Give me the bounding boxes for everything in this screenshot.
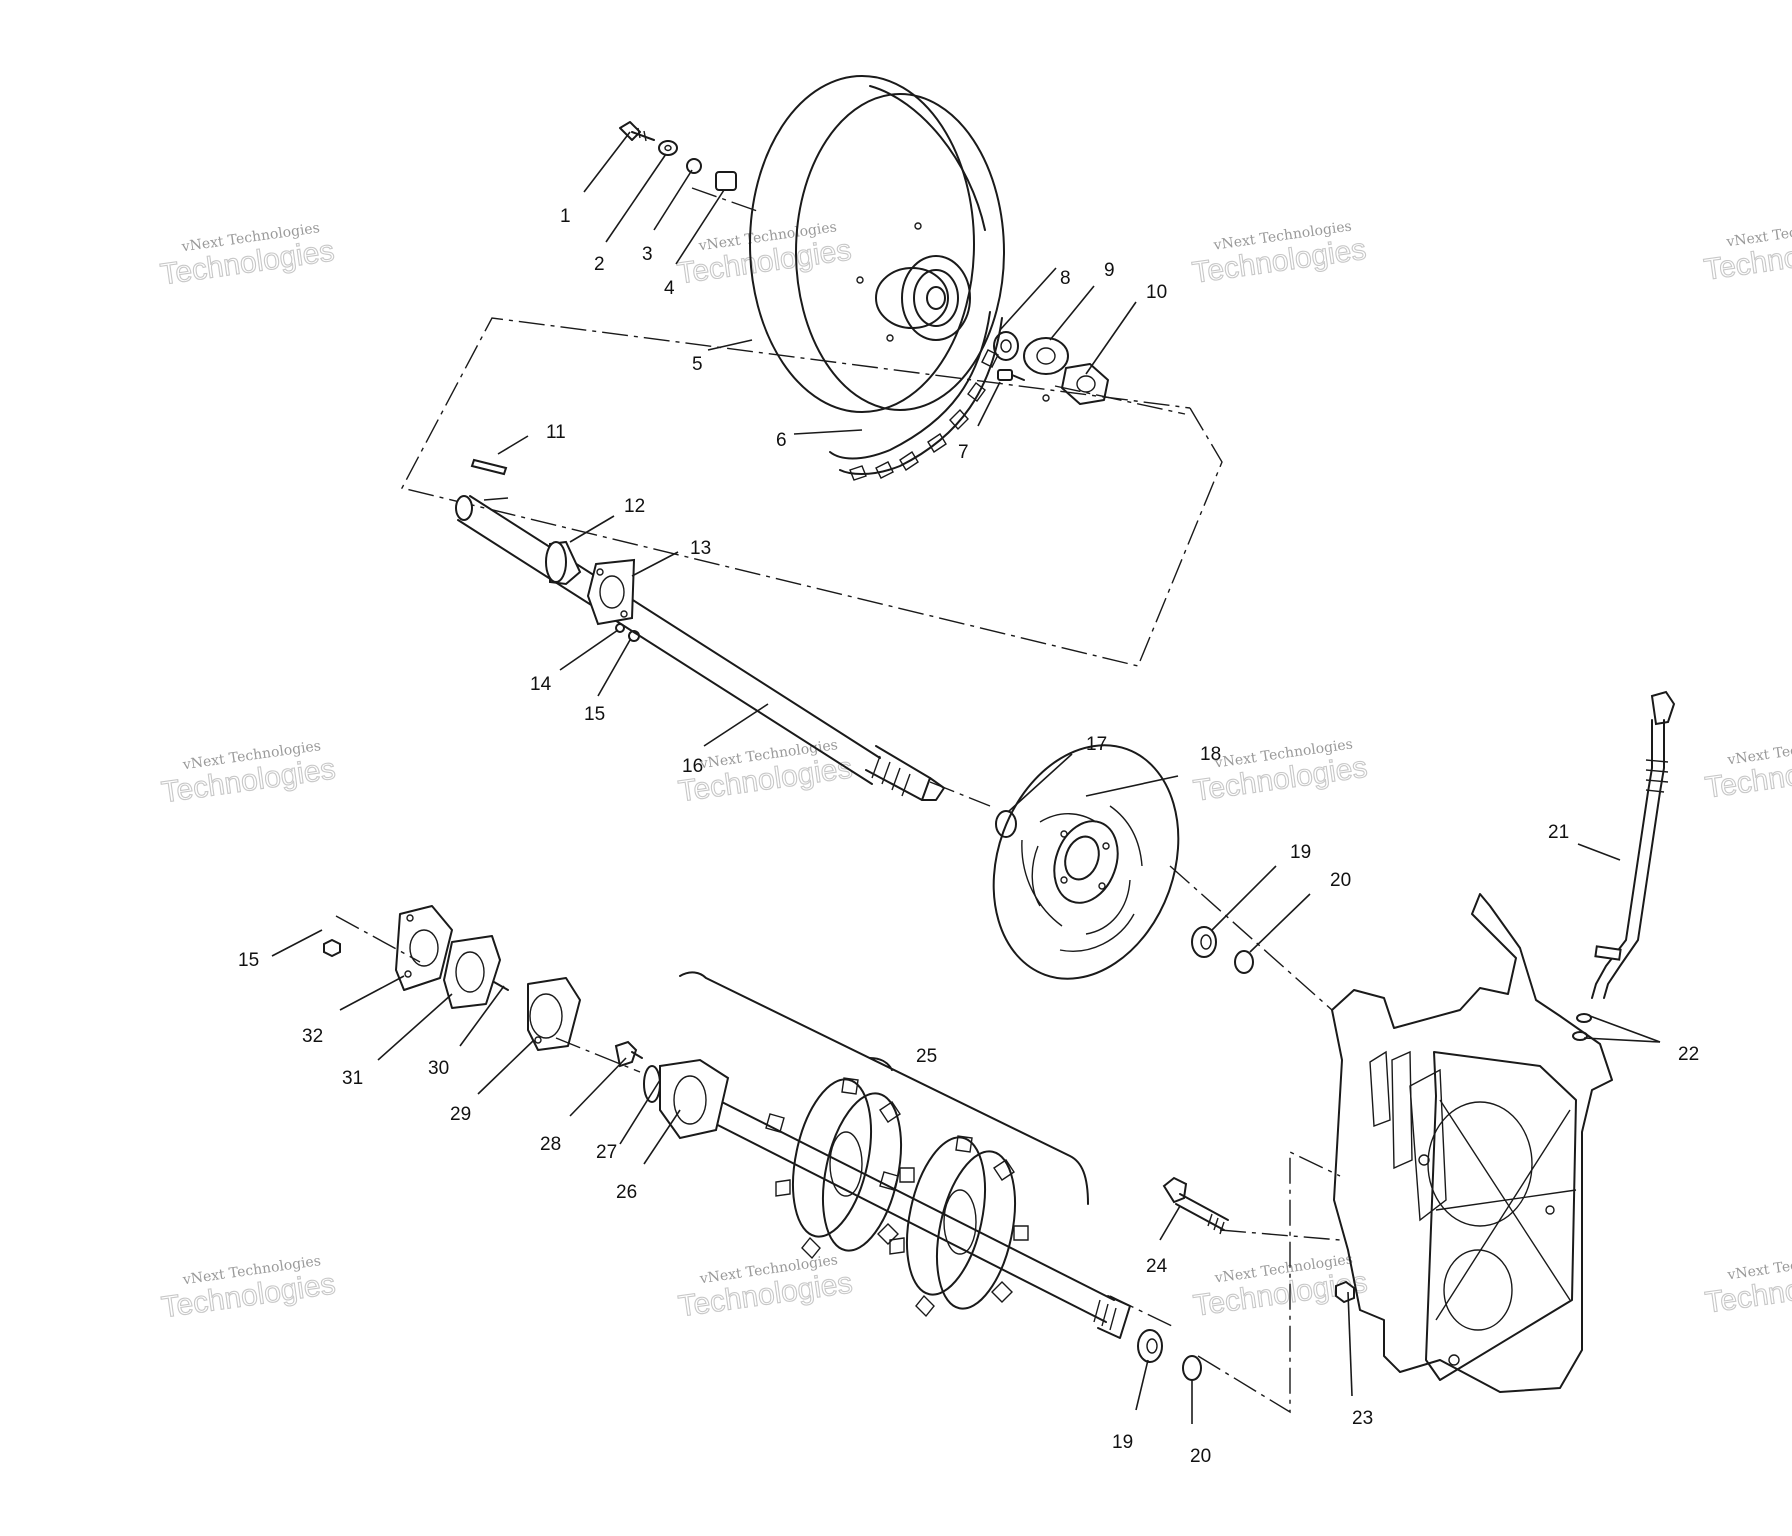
thrust-washer bbox=[993, 331, 1019, 361]
callout-20: 20 bbox=[1330, 870, 1351, 891]
assembly-bracket bbox=[679, 971, 1089, 1205]
callout-30: 30 bbox=[428, 1058, 449, 1079]
callout-19b: 19 bbox=[1112, 1432, 1133, 1453]
thrust-washer-hole bbox=[1000, 339, 1012, 353]
callout-13: 13 bbox=[690, 538, 711, 559]
bearing-flange bbox=[586, 558, 636, 626]
shaft-bearing bbox=[545, 540, 582, 586]
retaining-ball bbox=[1042, 394, 1050, 402]
set-screw bbox=[997, 369, 1025, 381]
callout-3: 3 bbox=[642, 244, 653, 265]
callout-16: 16 bbox=[682, 756, 703, 777]
housing-bolt bbox=[1162, 1176, 1229, 1235]
bearing-retainer-inner bbox=[527, 977, 581, 1051]
callout-21: 21 bbox=[1548, 822, 1569, 843]
bearing-upper bbox=[1191, 926, 1217, 958]
callout-27: 27 bbox=[596, 1142, 617, 1163]
callout-28: 28 bbox=[540, 1134, 561, 1155]
housing-nut bbox=[1335, 1280, 1355, 1304]
callout-15: 15 bbox=[584, 704, 605, 725]
callout-26: 26 bbox=[616, 1182, 637, 1203]
leader-lines bbox=[271, 131, 1661, 1424]
callout-17: 17 bbox=[1086, 734, 1107, 755]
bearing-lower bbox=[1137, 1329, 1163, 1363]
drive-sprocket bbox=[765, 1077, 915, 1260]
callout-29: 29 bbox=[450, 1104, 471, 1125]
bearing-retainer-outer bbox=[395, 905, 453, 991]
chaincase-housing bbox=[1331, 893, 1613, 1393]
callout-7: 7 bbox=[958, 442, 969, 463]
callout-19: 19 bbox=[1290, 842, 1311, 863]
callout-11: 11 bbox=[546, 422, 566, 443]
assembly-outline bbox=[335, 187, 1341, 1414]
brake-disc bbox=[992, 744, 1180, 980]
dipstick bbox=[1591, 690, 1676, 999]
callout-14: 14 bbox=[530, 674, 552, 695]
drive-bolt bbox=[619, 121, 655, 142]
jam-nut bbox=[1061, 363, 1109, 405]
callout-numbers: 1 2 3 4 5 6 7 8 9 10 11 12 13 14 15 16 1… bbox=[238, 206, 1699, 1467]
flange-nut bbox=[628, 630, 640, 642]
callout-4: 4 bbox=[664, 278, 675, 299]
callout-20b: 20 bbox=[1190, 1446, 1211, 1467]
dipstick-o-ring bbox=[1576, 1013, 1592, 1023]
spacer-bushing bbox=[715, 171, 737, 191]
washer-large-hole bbox=[664, 144, 672, 152]
callout-1: 1 bbox=[560, 206, 571, 227]
callout-18: 18 bbox=[1200, 744, 1221, 765]
lock-washer bbox=[686, 158, 702, 174]
woodruff-key bbox=[470, 458, 508, 476]
drive-shaft bbox=[455, 495, 945, 801]
callout-23: 23 bbox=[1352, 1408, 1373, 1429]
gasket bbox=[443, 935, 501, 1009]
o-ring-lower bbox=[1182, 1355, 1202, 1381]
retainer-pin bbox=[493, 981, 509, 991]
snap-ring bbox=[995, 810, 1017, 838]
track-drive-shaft bbox=[643, 1058, 1131, 1339]
callout-24: 24 bbox=[1146, 1256, 1168, 1277]
shaft-flange-bearing bbox=[643, 1058, 730, 1140]
callout-5: 5 bbox=[692, 354, 703, 375]
callout-2: 2 bbox=[594, 254, 605, 275]
lower-nut bbox=[323, 938, 341, 958]
drive-sprocket bbox=[879, 1135, 1029, 1318]
drive-chain bbox=[829, 311, 1003, 481]
callout-15b: 15 bbox=[238, 950, 259, 971]
callout-22: 22 bbox=[1678, 1044, 1699, 1065]
driven-sprocket bbox=[749, 75, 1005, 413]
callout-32: 32 bbox=[302, 1026, 323, 1047]
callout-12: 12 bbox=[624, 496, 645, 517]
callout-6: 6 bbox=[776, 430, 787, 451]
callout-31: 31 bbox=[342, 1068, 363, 1089]
flange-washer bbox=[615, 623, 625, 633]
callout-10: 10 bbox=[1146, 282, 1167, 303]
callout-8: 8 bbox=[1060, 268, 1071, 289]
o-ring-upper bbox=[1234, 950, 1254, 974]
flange-bolt bbox=[614, 1040, 643, 1068]
lock-plate bbox=[1023, 337, 1069, 375]
washer-large bbox=[658, 140, 678, 156]
callout-9: 9 bbox=[1104, 260, 1115, 281]
callout-25: 25 bbox=[916, 1046, 937, 1067]
